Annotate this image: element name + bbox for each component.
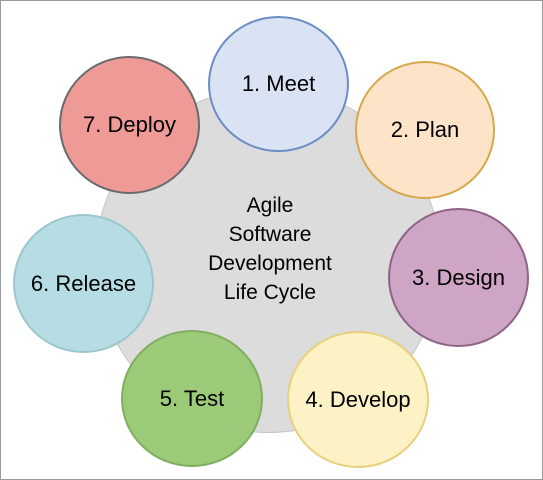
stage-design: 3. Design: [388, 208, 529, 347]
stage-deploy: 7. Deploy: [59, 56, 200, 194]
stage-plan: 2. Plan: [355, 61, 495, 199]
stage-test: 5. Test: [121, 330, 263, 467]
title-line: Development: [208, 252, 332, 275]
stage-meet: 1. Meet: [208, 16, 349, 152]
title-line: Agile: [246, 194, 294, 217]
lifecycle-title: Agile Software Development Life Cycle: [170, 191, 370, 307]
stage-develop: 4. Develop: [287, 331, 429, 468]
title-line: Life Cycle: [223, 281, 317, 304]
stage-release: 6. Release: [13, 214, 154, 353]
title-line: Software: [228, 223, 312, 246]
